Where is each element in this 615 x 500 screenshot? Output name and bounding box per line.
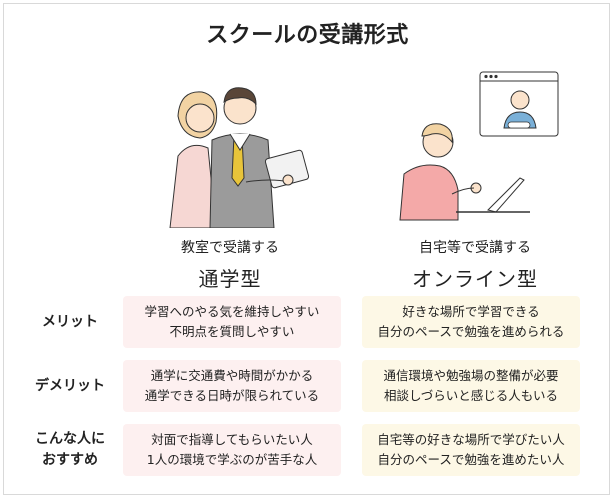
column-subtitle: 自宅等で受講する xyxy=(419,240,531,256)
row-label-line: メリット xyxy=(42,314,98,330)
cell-merit-commute: 学習へのやる気を維持しやすい 不明点を質問しやすい xyxy=(123,296,341,348)
cell-line: 通学できる日時が限られている xyxy=(144,388,320,403)
cell-line: 自分のペースで勉強を進めたい人 xyxy=(377,452,565,467)
column-name: 通学型 xyxy=(198,267,262,291)
cell-demerit-commute: 通学に交通費や時間がかかる 通学できる日時が限られている xyxy=(123,360,341,412)
row-label-line: おすすめ xyxy=(42,452,98,468)
cell-recommended-online: 自宅等の好きな場所で学びたい人 自分のペースで勉強を進めたい人 xyxy=(362,424,580,476)
cell-line: 好きな場所で学習できる xyxy=(402,304,540,319)
cell-line: 通学に交通費や時間がかかる xyxy=(150,368,314,383)
cell-line: 対面で指導してもらいたい人 xyxy=(151,432,313,447)
column-header-online: 自宅等で受講する オンライン型 xyxy=(355,237,595,292)
cell-line: 自宅等の好きな場所で学びたい人 xyxy=(377,432,565,447)
cell-line: 自分のペースで勉強を進められる xyxy=(377,324,565,339)
cell-line: 1人の環境で学ぶのが苦手な人 xyxy=(146,452,318,467)
cell-line: 通信環境や勉強場の整備が必要 xyxy=(383,368,559,383)
row-label-recommended: こんな人に おすすめ xyxy=(20,429,120,471)
outer-frame xyxy=(3,3,610,495)
cell-line: 不明点を質問しやすい xyxy=(169,324,295,339)
row-label-merit: メリット xyxy=(20,312,120,333)
cell-line: 学習へのやる気を維持しやすい xyxy=(144,304,320,319)
column-subtitle: 教室で受講する xyxy=(181,240,279,256)
cell-recommended-commute: 対面で指導してもらいたい人 1人の環境で学ぶのが苦手な人 xyxy=(123,424,341,476)
page-title: スクールの受講形式 xyxy=(206,23,409,48)
cell-line: 相談しづらいと感じる人もいる xyxy=(383,388,558,403)
classroom-illustration xyxy=(169,87,310,228)
row-label-line: こんな人に xyxy=(35,431,105,447)
row-label-demerit: デメリット xyxy=(20,376,120,397)
column-name: オンライン型 xyxy=(412,267,538,291)
row-label-line: デメリット xyxy=(35,378,105,394)
cell-demerit-online: 通信環境や勉強場の整備が必要 相談しづらいと感じる人もいる xyxy=(362,360,580,412)
column-header-commute: 教室で受講する 通学型 xyxy=(110,237,350,292)
online-illustration xyxy=(399,71,559,221)
cell-merit-online: 好きな場所で学習できる 自分のペースで勉強を進められる xyxy=(362,296,580,348)
